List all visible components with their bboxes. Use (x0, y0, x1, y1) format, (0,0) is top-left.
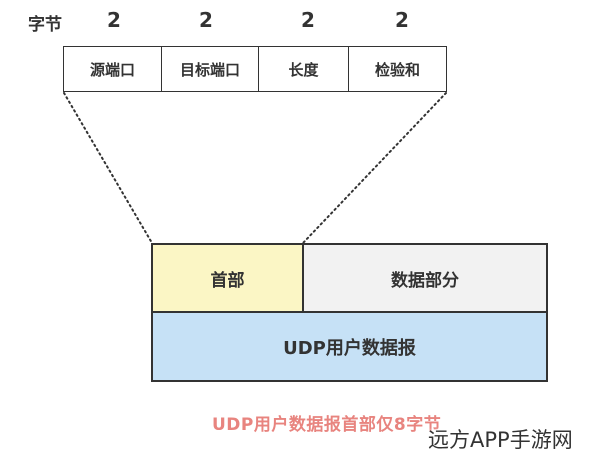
watermark: 远方APP手游网 (428, 428, 573, 452)
field-dest-port: 目标端口 (162, 47, 259, 91)
connector-left-line (63, 92, 153, 244)
connector-right-line (302, 92, 447, 244)
caption: UDP用户数据报首部仅8字节 (212, 415, 442, 435)
field-length: 长度 (259, 47, 349, 91)
byte-count-length: 2 (301, 8, 315, 32)
datagram-segments: 首部 数据部分 (153, 245, 546, 313)
header-segment: 首部 (153, 245, 304, 311)
field-source-port: 源端口 (64, 47, 162, 91)
byte-count-source-port: 2 (107, 8, 121, 32)
byte-count-dest-port: 2 (199, 8, 213, 32)
byte-count-checksum: 2 (395, 8, 409, 32)
udp-header-fields: 源端口 目标端口 长度 检验和 (63, 46, 447, 92)
bytes-label: 字节 (28, 15, 62, 35)
data-segment: 数据部分 (304, 245, 546, 311)
field-checksum: 检验和 (374, 60, 420, 79)
udp-datagram: 首部 数据部分 UDP用户数据报 (151, 243, 548, 382)
datagram-label: UDP用户数据报 (153, 313, 546, 380)
